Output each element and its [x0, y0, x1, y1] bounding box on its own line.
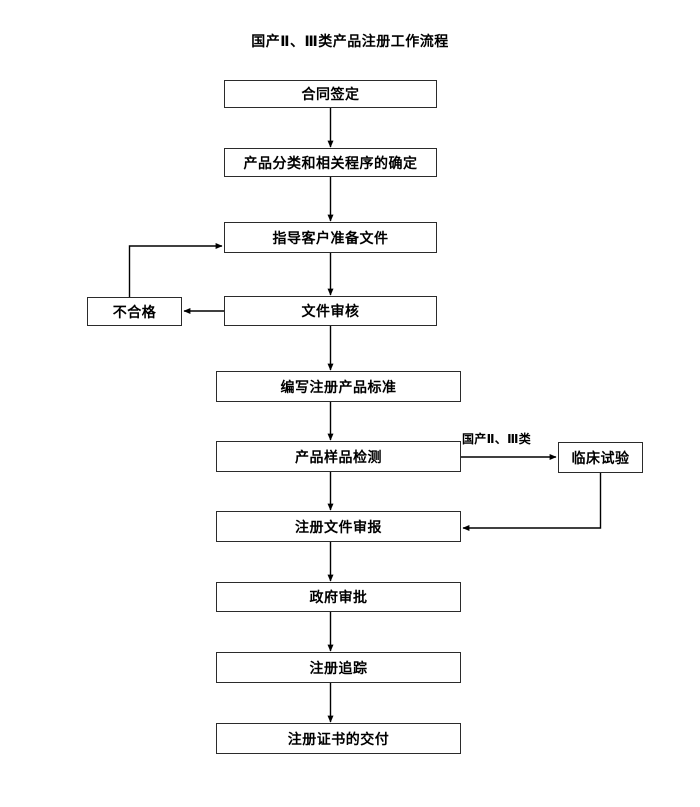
edge-reject-to-guidance-loop — [128, 243, 223, 297]
node-label: 指导客户准备文件 — [272, 229, 389, 246]
node-contract-signing[interactable]: 合同签定 — [224, 80, 437, 108]
node-write-product-standard[interactable]: 编写注册产品标准 — [216, 371, 461, 402]
node-certificate-delivery[interactable]: 注册证书的交付 — [216, 723, 461, 754]
node-document-review[interactable]: 文件审核 — [224, 296, 437, 326]
page-title: 国产Ⅱ、Ⅲ类产品注册工作流程 — [251, 33, 449, 49]
node-label: 不合格 — [112, 303, 157, 320]
node-guide-client-documents[interactable]: 指导客户准备文件 — [224, 222, 437, 253]
node-label: 产品分类和相关程序的确定 — [243, 154, 418, 171]
node-product-sample-testing[interactable]: 产品样品检测 — [216, 441, 461, 472]
node-label: 临床试验 — [571, 449, 630, 466]
node-label: 编写注册产品标准 — [280, 378, 397, 395]
edge-label-domestic-class-2-3: 国产Ⅱ、Ⅲ类 — [462, 432, 532, 446]
node-government-approval[interactable]: 政府审批 — [216, 582, 461, 612]
node-registration-document-submission[interactable]: 注册文件审报 — [216, 511, 461, 542]
node-label: 注册文件审报 — [295, 518, 382, 535]
node-label: 注册追踪 — [309, 659, 368, 676]
node-label: 合同签定 — [301, 86, 360, 102]
node-clinical-trial[interactable]: 临床试验 — [558, 442, 643, 473]
node-registration-tracking[interactable]: 注册追踪 — [216, 652, 461, 683]
node-label: 政府审批 — [309, 589, 368, 605]
node-product-classification[interactable]: 产品分类和相关程序的确定 — [224, 148, 437, 177]
edge-clinical-trial-to-submission — [462, 473, 602, 531]
node-label: 文件审核 — [301, 303, 360, 319]
node-label: 产品样品检测 — [295, 448, 382, 465]
node-unqualified[interactable]: 不合格 — [87, 297, 182, 326]
node-label: 注册证书的交付 — [287, 730, 390, 747]
